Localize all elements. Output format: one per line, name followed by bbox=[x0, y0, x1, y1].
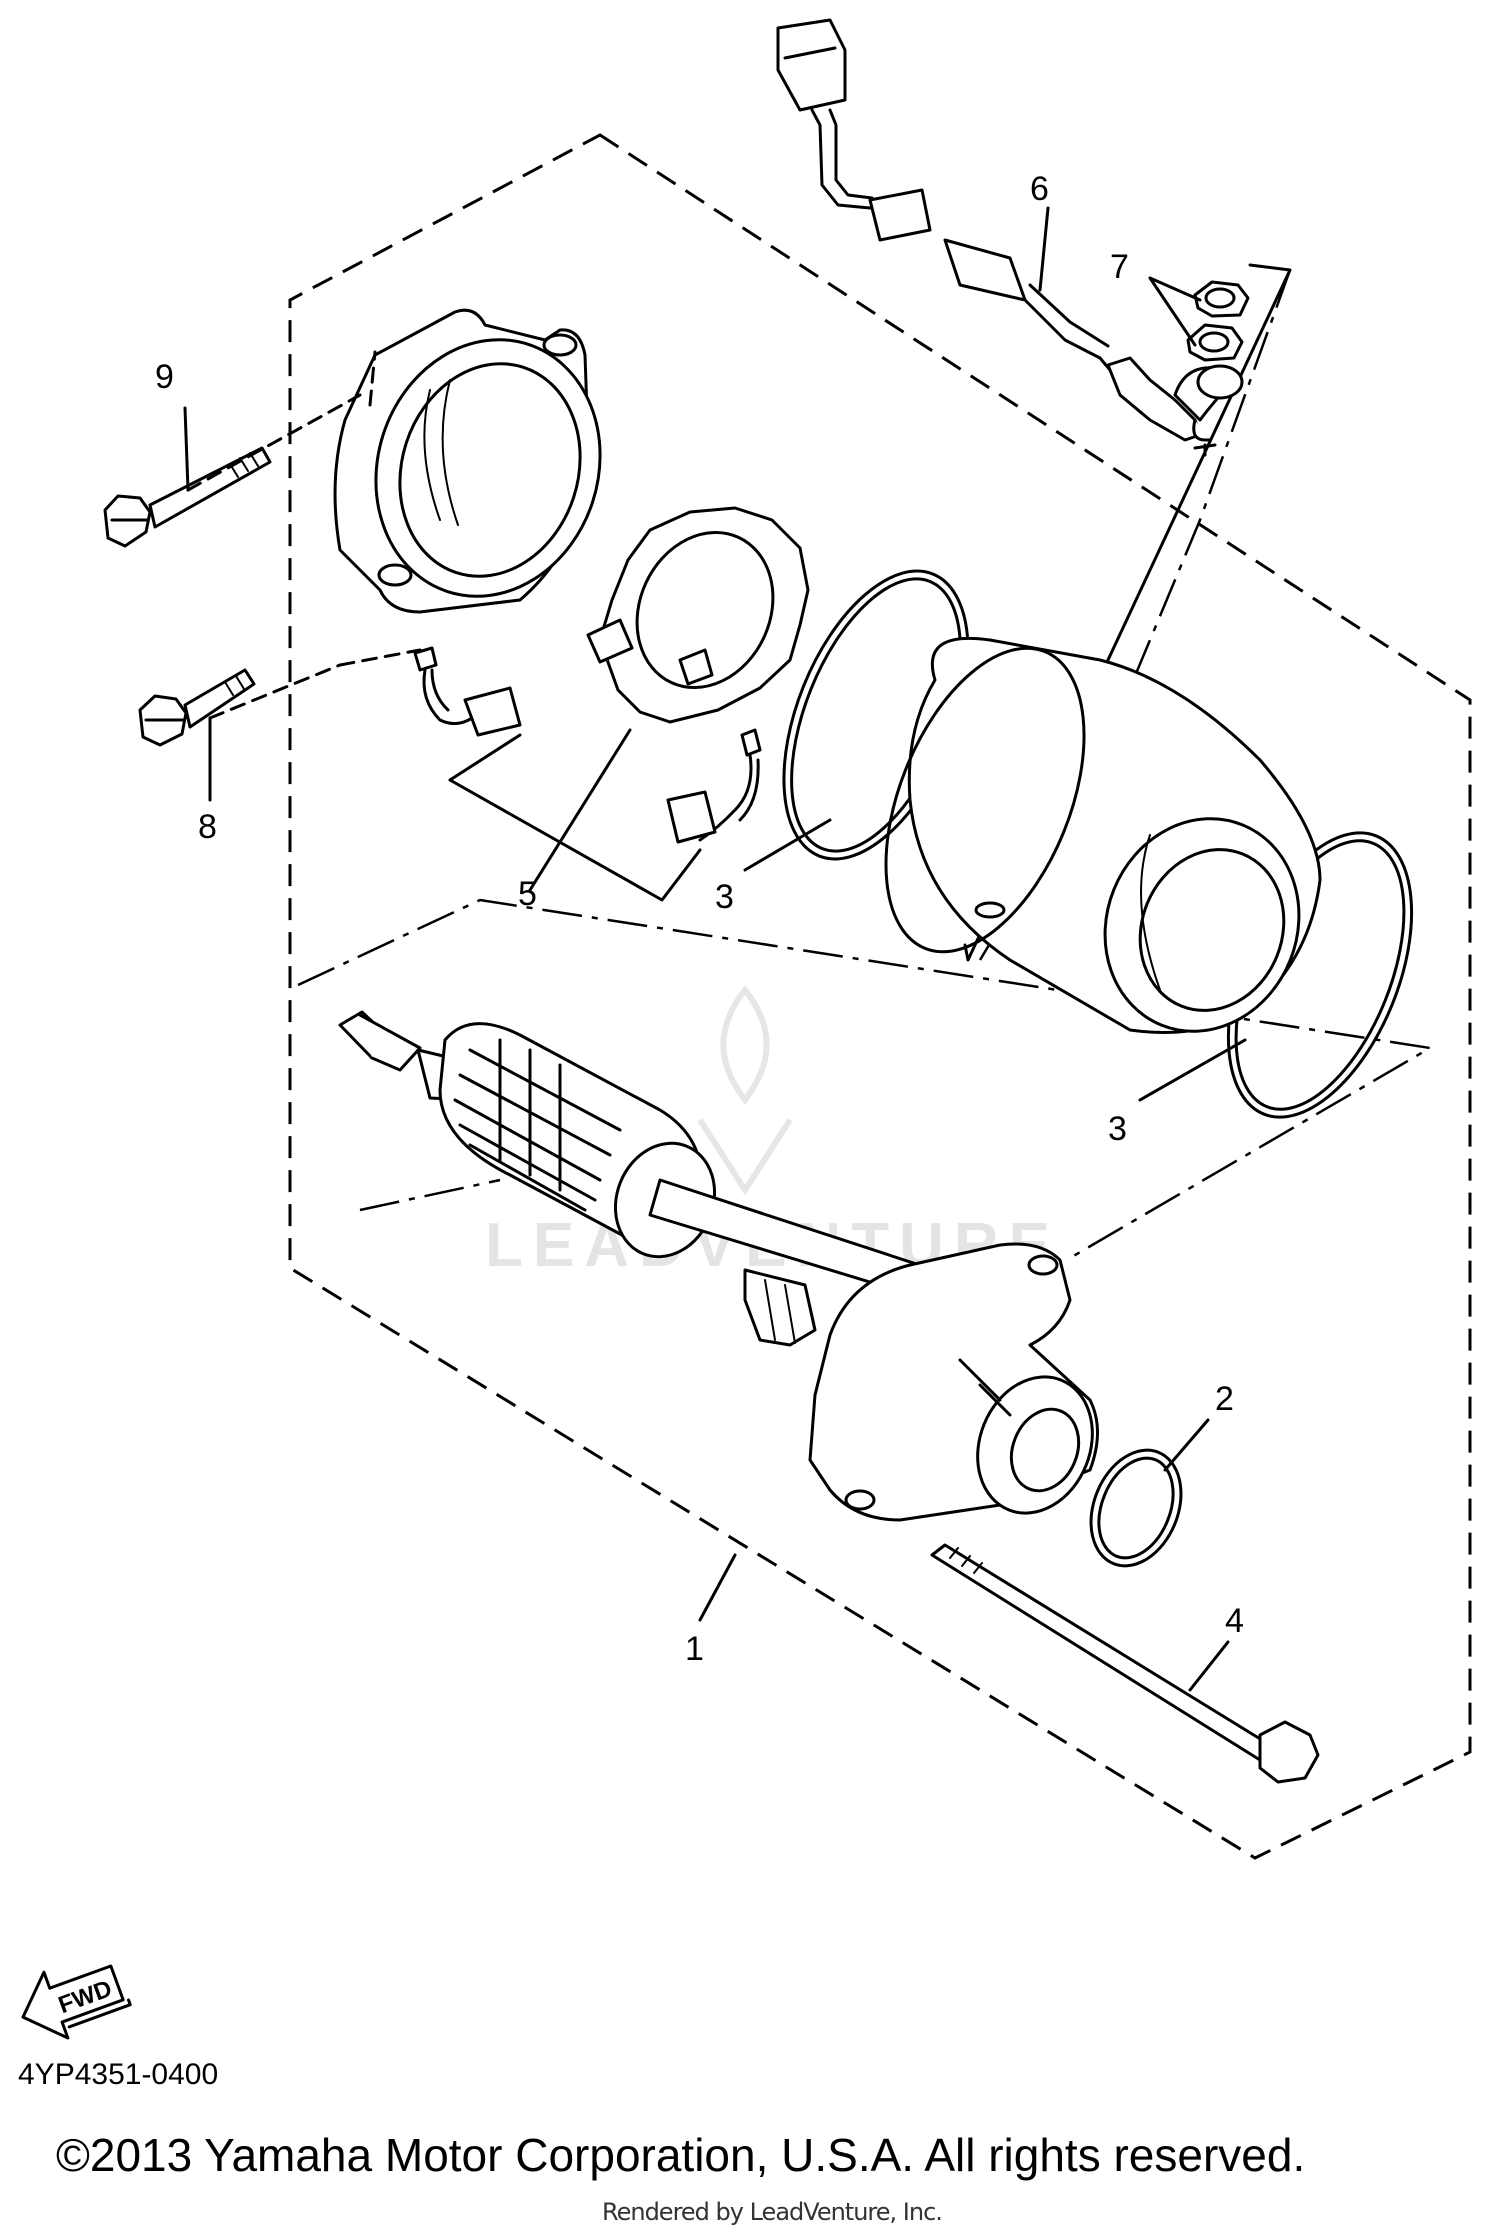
brush-left bbox=[413, 646, 522, 737]
leadventure-logo-watermark bbox=[697, 985, 793, 1196]
callout-7: 7 bbox=[1110, 248, 1129, 286]
o-ring-2 bbox=[1089, 1448, 1183, 1568]
front-cover bbox=[808, 1242, 1099, 1522]
through-bolt-4 bbox=[930, 1543, 1320, 1784]
lead-wire bbox=[776, 18, 1244, 457]
callout-3a: 3 bbox=[715, 878, 734, 916]
fwd-arrow-icon: FWD bbox=[21, 1964, 132, 2040]
callout-4: 4 bbox=[1225, 1602, 1244, 1640]
drawing-code: 4YP4351-0400 bbox=[18, 2058, 219, 2091]
rendered-by-credit: Rendered by LeadVenture, Inc. bbox=[602, 2198, 943, 2226]
leader-lines bbox=[183, 206, 1247, 1692]
callout-3b: 3 bbox=[1108, 1110, 1127, 1148]
bolt-8 bbox=[138, 668, 256, 747]
yoke-field-frame bbox=[884, 636, 1322, 1034]
brush-holder-plate bbox=[586, 506, 810, 724]
brush-group-bracket bbox=[448, 733, 702, 902]
callout-2: 2 bbox=[1215, 1380, 1234, 1418]
center-line bbox=[359, 269, 1292, 1212]
hex-nuts bbox=[1186, 280, 1250, 362]
callout-1: 1 bbox=[685, 1630, 704, 1668]
field-group-bracket bbox=[963, 263, 1292, 962]
copyright-notice: ©2013 Yamaha Motor Corporation, U.S.A. A… bbox=[56, 2129, 1306, 2181]
callout-6: 6 bbox=[1030, 170, 1049, 208]
brush-right bbox=[666, 728, 762, 844]
armature bbox=[338, 1010, 952, 1347]
callout-5: 5 bbox=[518, 875, 537, 913]
bolt-9 bbox=[103, 446, 272, 548]
armature-group-outline bbox=[297, 898, 1434, 1260]
assembly-outline bbox=[288, 133, 1472, 1860]
callout-numbers: 9 8 5 3 3 2 4 1 6 7 bbox=[155, 170, 1244, 1668]
rear-cover bbox=[333, 308, 602, 614]
callout-8: 8 bbox=[198, 808, 217, 846]
callout-9: 9 bbox=[155, 358, 174, 396]
